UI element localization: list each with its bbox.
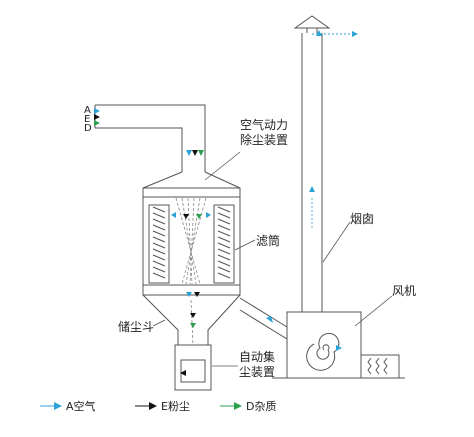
filter-cartridge-left: [148, 204, 170, 284]
legend-label-dust: E粉尘: [161, 400, 190, 413]
chimney-structure: [293, 15, 331, 312]
label-dust-hopper: 储尘斗: [118, 320, 155, 334]
inlet-duct: [94, 104, 206, 172]
legend-item-air: A空气: [40, 396, 96, 416]
label-air-dust-device-line1: 空气动力: [240, 118, 289, 132]
legend-arrow-impurity-icon: [220, 402, 242, 410]
legend-label-impurity: D杂质: [246, 400, 277, 413]
legend-arrow-dust-icon: [135, 402, 157, 410]
inlet-letter-e: E: [84, 114, 91, 125]
label-air-dust-device-line2: 除尘装置: [240, 133, 289, 147]
inlet-letter-a: A: [84, 105, 91, 116]
collector-body: [142, 171, 241, 391]
outlet-duct: [239, 297, 288, 340]
label-fan: 风机: [392, 284, 417, 298]
fan-arrow: [336, 345, 342, 351]
legend-item-dust: E粉尘: [135, 396, 190, 416]
fan-housing: [272, 311, 405, 379]
label-auto-collector: 自动集 尘装置: [239, 350, 275, 380]
internal-flow-lines: [175, 197, 207, 346]
filter-cartridge-right: [213, 204, 235, 284]
label-filter-tube: 滤筒: [256, 234, 281, 248]
legend-item-impurity: D杂质: [220, 396, 276, 416]
leader-lines: [152, 151, 393, 367]
chimney-arrows: [309, 30, 358, 230]
legend-label-air: A空气: [66, 400, 96, 413]
label-auto-collector-line1: 自动集: [239, 350, 276, 364]
inlet-letter-d: D: [84, 123, 92, 134]
inlet-arrows: [94, 108, 204, 156]
label-auto-collector-line2: 尘装置: [239, 365, 276, 379]
internal-arrows: [171, 212, 211, 376]
label-air-dust-device: 空气动力 除尘装置: [240, 118, 288, 148]
legend-arrow-air-icon: [40, 402, 62, 410]
outlet-arrow: [266, 316, 273, 323]
label-chimney: 烟囱: [350, 212, 375, 226]
